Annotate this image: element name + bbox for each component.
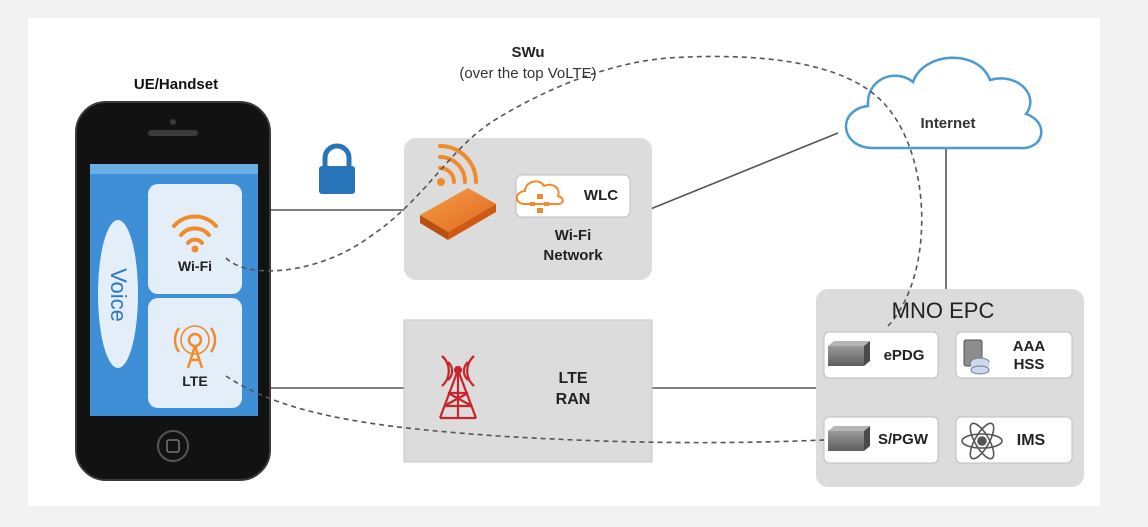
diagram-canvas: UE/Handset SWu (over the top VoLTE) Voic… [28, 18, 1100, 506]
lte-ran-label-line2: RAN [555, 391, 591, 408]
ims-label: IMS [1016, 432, 1046, 449]
swu-dashed-path [225, 55, 923, 327]
connection-lines [268, 132, 947, 389]
wifi-network-label-line2: Network [543, 247, 603, 264]
link-wifi-internet [647, 132, 839, 211]
swu-label: SWu [511, 44, 545, 61]
ims-box [955, 416, 1073, 464]
ims-icon [961, 422, 1003, 460]
lte-label: LTE [182, 373, 208, 389]
wlc-box [515, 174, 631, 218]
wifi-network-label-line1: Wi-Fi [554, 227, 592, 244]
cloud-icon [844, 56, 1043, 150]
server-icon [828, 341, 870, 366]
wlc-label: WLC [583, 187, 619, 204]
lte-tile [148, 298, 242, 408]
server-icon [828, 426, 870, 451]
phone-icon [75, 101, 271, 481]
swu-sublabel: (over the top VoLTE) [459, 65, 597, 82]
voice-pill [98, 220, 138, 368]
voice-label: Voice [106, 268, 131, 322]
wifi-icon [172, 214, 218, 245]
cell-tower-icon [438, 355, 478, 420]
epc-title: MNO EPC [891, 298, 995, 323]
wlc-icon [515, 180, 564, 213]
lte-dashed-path [225, 375, 825, 444]
hss-label: HSS [1013, 356, 1045, 373]
aaa-label: AAA [1012, 338, 1046, 355]
lte-ran-label-line1: LTE [558, 370, 588, 387]
epdg-label: ePDG [883, 347, 925, 364]
diagram-graphics [75, 55, 1084, 487]
lte-ran-panel [403, 319, 653, 463]
phone-title: UE/Handset [133, 76, 219, 93]
database-icon [963, 339, 990, 375]
lock-icon [319, 143, 355, 194]
internet-label: Internet [920, 115, 976, 132]
wifi-router-icon [420, 144, 496, 240]
lte-antenna-icon [173, 325, 217, 369]
spgw-label: S/PGW [877, 431, 928, 448]
wifi-label: Wi-Fi [177, 258, 213, 274]
